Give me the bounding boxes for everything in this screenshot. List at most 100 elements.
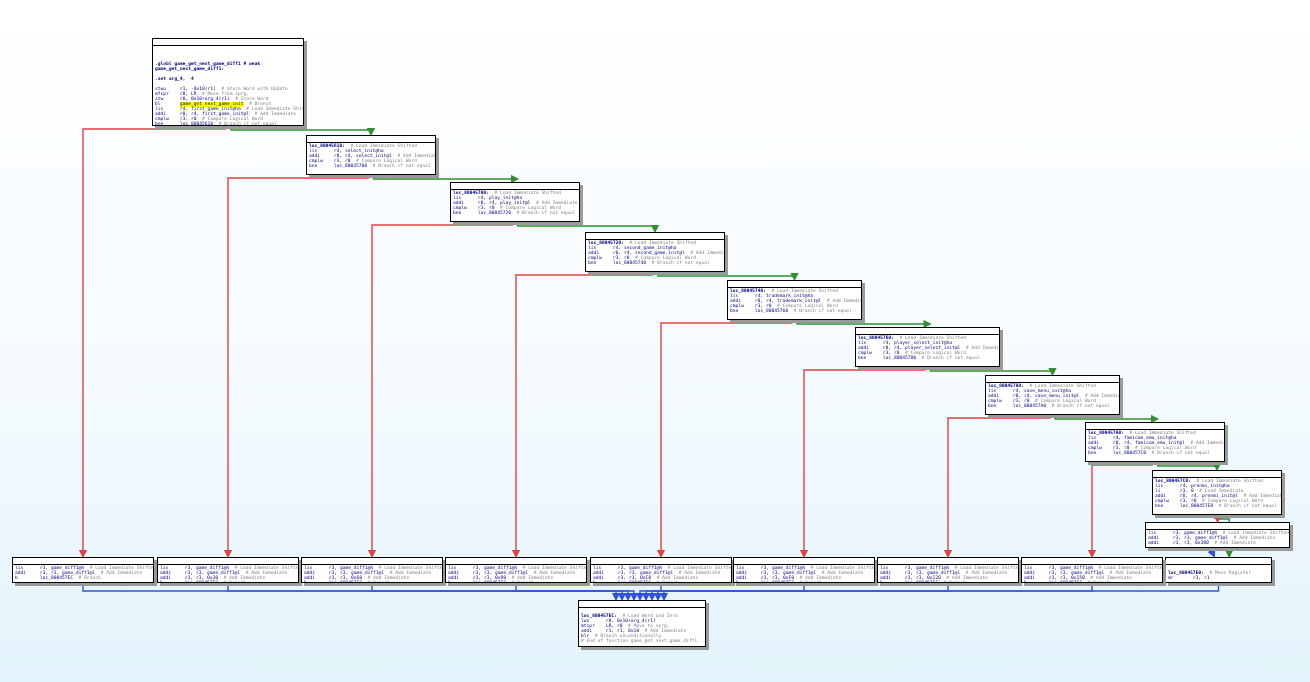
asm-line: b loc_800457EC # Branch bbox=[304, 581, 440, 582]
asm-comment: # Add Immediate bbox=[530, 201, 578, 206]
asm-line: stwu r1, -0x10(r1) # Store Word with Upd… bbox=[155, 87, 301, 92]
asm-line: addi r0, r4, first_game_init@l # Add Imm… bbox=[155, 112, 301, 117]
highlighted-call[interactable]: game_get_next_game_init bbox=[179, 102, 244, 107]
asm-comment: # Move Register bbox=[1203, 571, 1252, 576]
asm-comment: # Load Immediate Shifted bbox=[1023, 384, 1096, 389]
asm-instruction: lis r3, game_diff1@h bbox=[1024, 566, 1094, 571]
asm-comment: # Compare Logical Word bbox=[771, 304, 838, 309]
asm-line: b loc_800457EC # Branch bbox=[880, 581, 1016, 582]
asm-comment: # Branch bbox=[794, 581, 822, 582]
asm-comment: # Branch bbox=[938, 581, 966, 582]
code-block-case3[interactable]: lis r3, game_diff1@h # Load Immediate Sh… bbox=[301, 557, 443, 583]
asm-comment: # Add Immediate bbox=[639, 629, 687, 634]
asm-comment: # Compare Logical Word bbox=[1129, 446, 1196, 451]
asm-comment: # Load Immediate Shifted bbox=[662, 566, 732, 571]
asm-line: bne loc_80045740 # Branch if not equal bbox=[588, 261, 722, 266]
asm-instruction: b loc_800457EC bbox=[15, 576, 74, 581]
code-block-case2[interactable]: lis r3, game_diff1@h # Load Immediate Sh… bbox=[157, 557, 299, 583]
edge-to-exit bbox=[653, 583, 1093, 602]
asm-comment: # Compare Logical Word bbox=[196, 117, 263, 122]
block-header bbox=[734, 558, 874, 565]
asm-line: b loc_800457EC # Branch bbox=[736, 581, 872, 582]
asm-line: lis r3, game_diff1@h # Load Immediate Sh… bbox=[304, 566, 442, 571]
asm-line: addi r3, r3, 0x60 # Add Immediate bbox=[304, 576, 440, 581]
asm-instruction: loc_80045700: bbox=[453, 191, 489, 196]
edge-to-exit bbox=[659, 583, 1220, 602]
asm-line: lis r3, game_diff1@h # Load Immediate Sh… bbox=[1024, 566, 1162, 571]
asm-instruction: cmplw r3, r0 bbox=[155, 117, 197, 122]
asm-comment: # Branch if not equal bbox=[788, 309, 852, 314]
asm-line: addi r3, r3, game_diff1@l # Add Immediat… bbox=[593, 571, 729, 576]
asm-instruction: bne loc_80045720 bbox=[453, 211, 512, 216]
asm-comment: # Branch if not equal bbox=[367, 164, 431, 169]
code-block-case7[interactable]: lis r3, game_diff1@h # Load Immediate Sh… bbox=[877, 557, 1019, 583]
asm-instruction: lis r4, player_select_init@ha bbox=[858, 341, 953, 346]
edge-to-exit bbox=[227, 583, 627, 602]
asm-instruction: lis r3, game_diff1@h bbox=[1148, 531, 1218, 536]
block-header bbox=[307, 136, 435, 143]
code-block-case5[interactable]: lis r3, game_diff1@h # Load Immediate Sh… bbox=[590, 557, 732, 583]
asm-line: bne loc_80045720 # Branch if not equal bbox=[453, 211, 577, 216]
edge-fallthrough bbox=[78, 126, 226, 559]
asm-instruction: b loc_800457EC bbox=[304, 581, 362, 582]
asm-comment: # Store Word with Update bbox=[215, 87, 288, 92]
asm-line: lis r3, game_diff1@h # Load Immediate Sh… bbox=[160, 566, 298, 571]
edge-to-exit bbox=[82, 583, 621, 602]
asm-line: b loc_800457EC # Branch bbox=[448, 581, 584, 582]
asm-comment: # Add Immediate bbox=[651, 576, 699, 581]
asm-comment: # Add Immediate bbox=[673, 571, 721, 576]
code-block-case-last[interactable]: lis r3, game_diff1@h # Load Immediate Sh… bbox=[1145, 522, 1290, 548]
asm-line: stw r0, 0x10+arg_4(r1) # Store Word bbox=[155, 97, 301, 102]
code-block-case6[interactable]: lis r3, game_diff1@h # Load Immediate Sh… bbox=[733, 557, 875, 583]
asm-instruction: addi r3, r3, game_diff1@l bbox=[304, 571, 385, 576]
asm-instruction: cmplw r3, r0 bbox=[453, 206, 495, 211]
asm-comment: # Add Immediate bbox=[965, 346, 1000, 351]
asm-line: b loc_800457EC # Branch bbox=[1024, 581, 1160, 582]
edge-fallthrough bbox=[1213, 514, 1222, 524]
asm-comment: # Add Immediate bbox=[1084, 576, 1132, 581]
asm-instruction: blr bbox=[581, 634, 590, 639]
asm-instruction: addi r3, r3, 0x300 bbox=[1148, 541, 1209, 546]
code-block-case1[interactable]: lis r3, game_diff1@h # Load Immediate Sh… bbox=[12, 557, 154, 583]
asm-line: lis r4, play_init@ha bbox=[453, 196, 577, 201]
asm-line: addi r0, r4, trademark_init@l # Add Imme… bbox=[730, 299, 861, 304]
asm-comment: # Compare Logical Word bbox=[1196, 499, 1263, 504]
asm-instruction: cmplw r3, r0 bbox=[588, 256, 630, 261]
asm-instruction: li r3, 0 bbox=[1155, 489, 1194, 494]
asm-instruction: b loc_800457EC bbox=[448, 581, 506, 582]
block-body: lis r3, game_diff1@h # Load Immediate Sh… bbox=[591, 565, 732, 582]
asm-instruction: mr r3, r1 bbox=[1168, 576, 1210, 581]
block-header bbox=[1086, 423, 1224, 430]
asm-line: addi r3, r3, game_diff1@l # Add Immediat… bbox=[880, 571, 1016, 576]
asm-line: bne loc_80045780 # Branch if not equal bbox=[858, 356, 997, 361]
edge-fallthrough bbox=[1087, 462, 1153, 559]
asm-comment: # Branch bbox=[218, 581, 246, 582]
asm-line: addi r3, r3, game_diff1@l # Add Immediat… bbox=[736, 571, 872, 576]
asm-line: addi r0, r4, prenmi_init@l # Add Immedia… bbox=[1155, 494, 1281, 499]
asm-line: bne loc_800457E0 # Branch if not equal bbox=[1155, 504, 1279, 509]
asm-instruction: addi r3, r3, game_diff1@l bbox=[1148, 536, 1229, 541]
edge-to-exit bbox=[647, 583, 949, 602]
block-header bbox=[451, 183, 579, 190]
code-block-case4[interactable]: lis r3, game_diff1@h # Load Immediate Sh… bbox=[445, 557, 587, 583]
asm-line: loc_80045720: # Load Immediate Shifted bbox=[588, 241, 722, 246]
asm-instruction: b loc_800457EC bbox=[1024, 581, 1082, 582]
asm-comment: # Branch if not equal bbox=[1046, 404, 1110, 409]
code-block-case8[interactable]: lis r3, game_diff1@h # Load Immediate Sh… bbox=[1021, 557, 1163, 583]
